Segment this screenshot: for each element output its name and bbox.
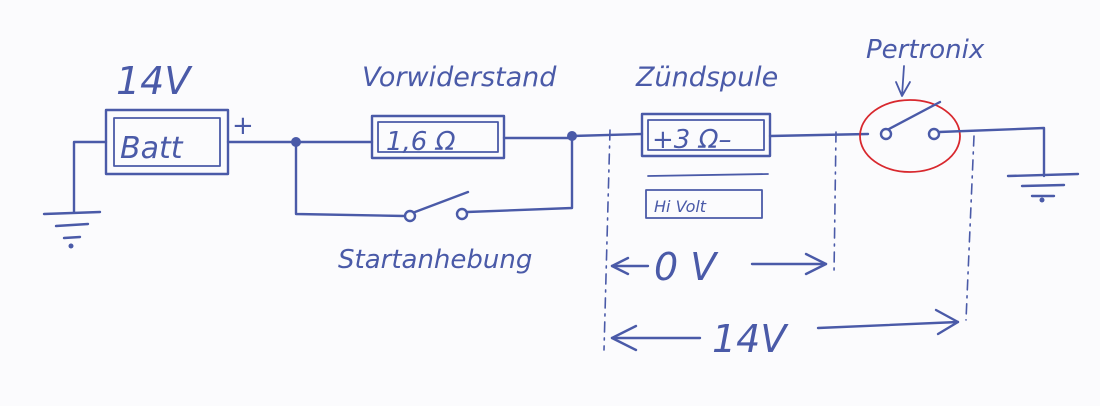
highlight-circle — [859, 99, 961, 173]
total-voltage-drop: 14V — [610, 308, 960, 361]
switch-lever — [887, 100, 942, 131]
drop-total-shaft-right — [816, 320, 960, 330]
ground-line-r1 — [1006, 172, 1080, 178]
coil-title: Zündspule — [635, 62, 778, 93]
resistor-title: Vorwiderstand — [362, 62, 557, 93]
start-label: Startanhebung — [338, 245, 532, 275]
ground-dot-right — [1039, 197, 1045, 203]
resistor-inner-box — [377, 121, 499, 153]
ground-line-1 — [42, 210, 102, 216]
switch-contact-2 — [927, 127, 941, 141]
ground-line-r2 — [1020, 183, 1066, 188]
bypass-wire-right — [465, 134, 574, 214]
ground-wire-left — [72, 140, 108, 214]
coil-type-box — [645, 189, 763, 219]
resistor: Vorwiderstand 1,6 Ω — [294, 62, 574, 160]
bypass-wire-left — [294, 140, 406, 218]
wire-to-switch — [768, 132, 870, 138]
battery-plus-label: + — [232, 111, 254, 141]
wire-to-coil — [570, 132, 644, 138]
drop-total-arrow-right — [934, 308, 960, 336]
marker-line-2 — [833, 131, 837, 275]
ground-line-2 — [54, 222, 90, 228]
battery-label: Batt — [120, 131, 184, 166]
coil-inner-box — [647, 119, 765, 151]
coil-type-label: Hi Volt — [654, 197, 707, 216]
drop-coil-label: 0 V — [654, 245, 719, 289]
marker-line-3 — [965, 135, 975, 321]
start-bypass: Startanhebung — [294, 134, 574, 275]
ground-line-3 — [62, 235, 82, 240]
battery-inner-box — [113, 117, 221, 167]
ground-left — [42, 140, 108, 249]
coil-voltage-drop: 0 V — [610, 245, 828, 289]
ground-right — [1006, 172, 1080, 203]
start-switch-contact-1 — [403, 209, 417, 223]
marker-line-1 — [603, 129, 611, 351]
switch-arrow — [895, 65, 911, 97]
ground-dot-left — [68, 243, 74, 249]
coil-divider — [647, 173, 769, 177]
resistor-value: 1,6 Ω — [386, 127, 456, 157]
drop-total-label: 14V — [712, 317, 789, 361]
ignition-coil: Zündspule +3 Ω– Hi Volt — [570, 62, 870, 219]
switch-contact-1 — [879, 127, 893, 141]
drop-coil-arrow-right — [804, 252, 828, 276]
battery-voltage-label: 14V — [116, 59, 193, 103]
pertronix-switch: Pertronix — [859, 35, 1046, 178]
start-switch-lever — [413, 190, 470, 214]
battery: Batt 14V + — [104, 59, 254, 176]
start-switch-contact-2 — [455, 207, 469, 221]
coil-value: +3 Ω– — [652, 125, 731, 155]
switch-title: Pertronix — [866, 35, 985, 65]
wire-to-ground — [937, 126, 1046, 178]
